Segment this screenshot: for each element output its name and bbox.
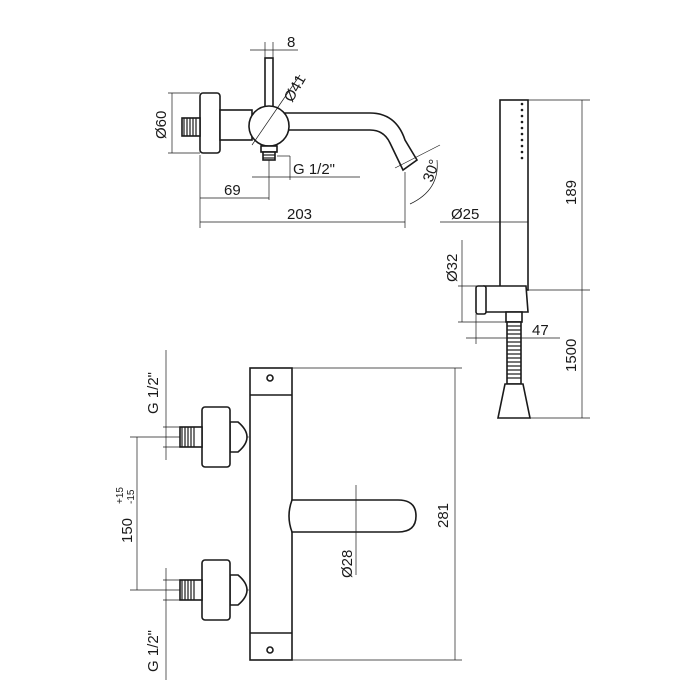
wall-flange	[199, 92, 221, 154]
top-view-mixer: 8 Ø41 Ø60 G 1/2" 69 203 30°	[153, 34, 444, 228]
bottom-cap-hole	[266, 646, 274, 654]
dim-8-label: 8	[287, 34, 295, 51]
dim-d25-label: Ø25	[451, 206, 479, 223]
mixer-body-circle	[248, 105, 290, 147]
shower-handle	[499, 99, 529, 291]
front-spout	[288, 499, 417, 533]
lever-handle	[264, 57, 274, 109]
dim-thread-top-front: G 1/2"	[145, 372, 162, 414]
front-view-mixer: G 1/2" G 1/2" 150 +15 -15 Ø28 281	[115, 350, 462, 680]
lower-flange	[201, 559, 231, 621]
mixer-arm	[219, 109, 253, 141]
dim-1500-label: 1500	[563, 339, 580, 372]
threaded-connector-top-view	[181, 117, 201, 137]
shower-hose	[506, 321, 522, 385]
dim-69-label: 69	[224, 182, 241, 199]
dim-281-label: 281	[435, 503, 452, 528]
diverter-outlet	[260, 145, 278, 153]
hose-end-cone	[497, 383, 531, 419]
dim-d28-label: Ø28	[339, 550, 356, 578]
top-cap-hole	[266, 374, 274, 382]
dim-189-label: 189	[563, 180, 580, 205]
dim-150-label: 150	[119, 518, 136, 543]
hand-shower: 189 Ø25 Ø32 47 1500	[440, 99, 590, 419]
upper-flange	[201, 406, 231, 468]
dim-thread-bottom-front: G 1/2"	[145, 630, 162, 672]
dim-150-tol-minus: -15	[126, 489, 137, 504]
upper-inlet	[179, 406, 248, 468]
dim-150-tol-plus: +15	[115, 487, 126, 504]
dim-d32-label: Ø32	[444, 254, 461, 282]
dim-d60-label: Ø60	[153, 111, 170, 139]
dim-thread-top-view: G 1/2"	[293, 161, 335, 178]
shower-holder	[483, 285, 529, 313]
dim-angle-label: 30°	[420, 157, 444, 184]
mixer-main-body	[249, 367, 293, 661]
lower-inlet	[179, 559, 248, 621]
spray-nozzles	[520, 102, 524, 160]
spout	[284, 112, 419, 172]
dim-203-label: 203	[287, 206, 312, 223]
dim-47-label: 47	[532, 322, 549, 339]
dim-d41-label: Ø41	[281, 72, 310, 105]
